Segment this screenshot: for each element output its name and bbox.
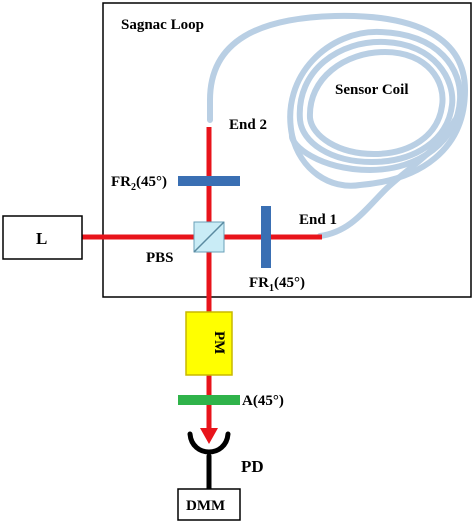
end-2-label: End 2 xyxy=(229,117,267,133)
faraday-rotator-1 xyxy=(261,206,271,268)
fr2-label: FR2(45°) xyxy=(111,174,167,193)
end-1-label: End 1 xyxy=(299,212,337,228)
photodetector xyxy=(187,431,231,492)
pd-label: PD xyxy=(241,457,264,476)
sensor-coil-fiber xyxy=(207,12,469,239)
fr1-label: FR1(45°) xyxy=(249,275,305,294)
faraday-rotator-2 xyxy=(178,176,240,186)
sagnac-loop-box xyxy=(102,2,472,298)
laser-label: L xyxy=(36,229,47,248)
polarizing-beam-splitter xyxy=(193,221,225,253)
pbs-label: PBS xyxy=(146,250,174,266)
pm-label: PM xyxy=(211,331,227,354)
analyzer-45 xyxy=(178,395,240,405)
phase-modulator xyxy=(185,311,233,376)
dmm-box xyxy=(177,488,241,521)
sagnac-loop-label: Sagnac Loop xyxy=(121,17,204,33)
laser-box xyxy=(2,215,83,260)
dmm-label: DMM xyxy=(186,498,225,514)
sensor-coil-label: Sensor Coil xyxy=(335,82,408,98)
analyzer-label: A(45°) xyxy=(242,393,284,409)
